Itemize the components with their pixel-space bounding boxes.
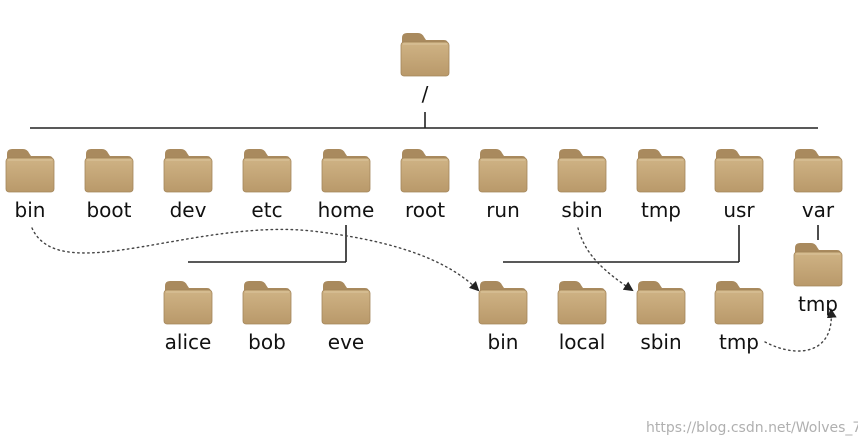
- folder-label: etc: [251, 198, 282, 222]
- folder-icon: [557, 281, 607, 325]
- folder-usr[interactable]: usr: [714, 149, 764, 222]
- folder-label: tmp: [798, 292, 838, 316]
- folder-icon: [714, 281, 764, 325]
- folder-icon: [636, 281, 686, 325]
- folder-icon: [242, 149, 292, 193]
- folder-label: bob: [248, 330, 286, 354]
- folder-icon: [163, 281, 213, 325]
- folder-label: run: [486, 198, 520, 222]
- folder-usr-tmp[interactable]: tmp: [714, 281, 764, 354]
- folder-label: tmp: [719, 330, 759, 354]
- folder-label: /: [422, 82, 429, 106]
- symlink-arrows: [31, 227, 837, 352]
- folder-icon: [400, 149, 450, 193]
- folder-tmp[interactable]: tmp: [636, 149, 686, 222]
- folder-icon: [242, 281, 292, 325]
- folder-icon: [793, 243, 843, 287]
- folder-icon: [557, 149, 607, 193]
- folder-icon: [400, 33, 450, 77]
- folder-usr-sbin[interactable]: sbin: [636, 281, 686, 354]
- folder-label: bin: [15, 198, 46, 222]
- folder-icon: [84, 149, 134, 193]
- folder-icon: [714, 149, 764, 193]
- folder-home-eve[interactable]: eve: [321, 281, 371, 354]
- folder-icon: [321, 281, 371, 325]
- folder-label: var: [802, 198, 835, 222]
- folder-label: sbin: [561, 198, 602, 222]
- folder-icon: [478, 281, 528, 325]
- tree-lines: [30, 112, 819, 263]
- folder-root[interactable]: /: [400, 33, 450, 106]
- folder-run[interactable]: run: [478, 149, 528, 222]
- folder-label: bin: [488, 330, 519, 354]
- folder-etc[interactable]: etc: [242, 149, 292, 222]
- link-bin-to-usr-bin: [31, 227, 480, 292]
- link-usr-tmp-to-var-tmp: [764, 308, 837, 352]
- folder-bin[interactable]: bin: [5, 149, 55, 222]
- folder-home-alice[interactable]: alice: [163, 281, 213, 354]
- folder-icon: [636, 149, 686, 193]
- folder-icon: [5, 149, 55, 193]
- folder-icon: [478, 149, 528, 193]
- folder-sbin[interactable]: sbin: [557, 149, 607, 222]
- folder-root[interactable]: root: [400, 149, 450, 222]
- folder-icon: [793, 149, 843, 193]
- folder-label: root: [405, 198, 445, 222]
- folder-icon: [163, 149, 213, 193]
- link-sbin-to-usr-sbin: [577, 227, 634, 292]
- folder-dev[interactable]: dev: [163, 149, 213, 222]
- folder-label: alice: [165, 330, 212, 354]
- folder-var[interactable]: var: [793, 149, 843, 222]
- folder-usr-local[interactable]: local: [557, 281, 607, 354]
- folder-home-bob[interactable]: bob: [242, 281, 292, 354]
- watermark: https://blog.csdn.net/Wolves_7: [646, 420, 858, 436]
- folder-var-tmp[interactable]: tmp: [793, 243, 843, 316]
- folder-label: dev: [170, 198, 207, 222]
- folder-label: boot: [86, 198, 131, 222]
- folder-usr-bin[interactable]: bin: [478, 281, 528, 354]
- folder-icon: [321, 149, 371, 193]
- folder-label: usr: [723, 198, 755, 222]
- folder-label: local: [559, 330, 606, 354]
- folder-label: eve: [328, 330, 364, 354]
- folder-nodes: / bin boot dev etc home root run sbin tmp usr var al…: [5, 33, 843, 354]
- folder-boot[interactable]: boot: [84, 149, 134, 222]
- folder-label: sbin: [640, 330, 681, 354]
- folder-home[interactable]: home: [318, 149, 375, 222]
- folder-label: home: [318, 198, 375, 222]
- folder-label: tmp: [641, 198, 681, 222]
